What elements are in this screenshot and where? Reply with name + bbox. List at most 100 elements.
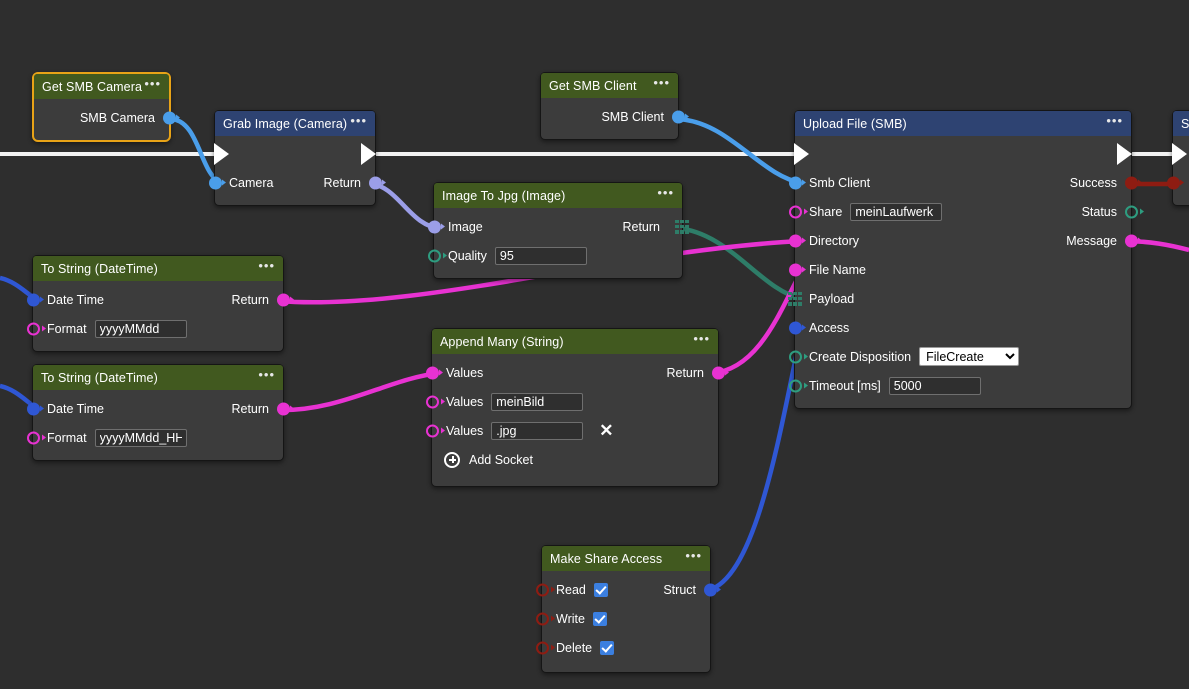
node-header[interactable]: Upload File (SMB) ••• bbox=[795, 111, 1131, 136]
socket-label: Access bbox=[809, 320, 850, 335]
input-socket-values[interactable] bbox=[425, 395, 439, 408]
input-socket-values[interactable] bbox=[425, 366, 439, 379]
node-to-string-datetime-2[interactable]: To String (DateTime) ••• Date Time Retur… bbox=[26, 364, 290, 461]
input-socket-smb-client[interactable] bbox=[788, 176, 802, 189]
format-input[interactable] bbox=[94, 319, 187, 338]
input-socket-image[interactable] bbox=[427, 220, 441, 233]
node-header[interactable]: Get SMB Client ••• bbox=[541, 73, 678, 98]
node-title: To String (DateTime) bbox=[41, 370, 158, 385]
node-get-smb-camera[interactable]: Get SMB Camera ••• SMB Camera bbox=[32, 72, 176, 142]
node-header[interactable]: S bbox=[1173, 111, 1189, 136]
socket-label: Payload bbox=[809, 291, 855, 306]
output-socket-struct[interactable] bbox=[703, 583, 717, 596]
node-header[interactable]: Get SMB Camera ••• bbox=[34, 74, 169, 99]
node-append-many-string[interactable]: Append Many (String) ••• Values Return V… bbox=[425, 328, 725, 487]
node-header[interactable]: To String (DateTime) ••• bbox=[33, 256, 283, 281]
input-socket-bool[interactable] bbox=[1166, 176, 1180, 189]
socket-row-values-3: Values ✕ bbox=[425, 416, 718, 445]
input-socket-format[interactable] bbox=[26, 431, 40, 444]
node-header[interactable]: Append Many (String) ••• bbox=[432, 329, 718, 354]
node-menu-icon[interactable]: ••• bbox=[653, 75, 670, 90]
remove-socket-icon[interactable]: ✕ bbox=[599, 421, 614, 440]
node-menu-icon[interactable]: ••• bbox=[258, 367, 275, 382]
output-socket-return[interactable] bbox=[276, 293, 290, 306]
node-menu-icon[interactable]: ••• bbox=[685, 548, 702, 563]
input-socket-payload-array[interactable] bbox=[788, 291, 802, 306]
input-socket-delete[interactable] bbox=[535, 641, 549, 654]
node-menu-icon[interactable]: ••• bbox=[657, 185, 674, 200]
output-socket-status[interactable] bbox=[1124, 205, 1138, 218]
node-menu-icon[interactable]: ••• bbox=[1106, 113, 1123, 128]
format-input[interactable] bbox=[94, 428, 187, 447]
socket-label: Return bbox=[323, 175, 361, 190]
input-socket-date-time[interactable] bbox=[26, 402, 40, 415]
node-image-to-jpg[interactable]: Image To Jpg (Image) ••• Image Return Qu… bbox=[427, 182, 689, 279]
socket-label: Values bbox=[446, 423, 484, 438]
exec-out-icon[interactable] bbox=[361, 143, 376, 165]
output-socket-return[interactable] bbox=[368, 176, 382, 189]
output-socket-return[interactable] bbox=[276, 402, 290, 415]
node-body: SMB Client bbox=[541, 98, 685, 139]
values-input-3[interactable] bbox=[491, 421, 584, 440]
output-socket-success[interactable] bbox=[1124, 176, 1138, 189]
socket-label: Share bbox=[809, 204, 843, 219]
values-input-2[interactable] bbox=[491, 392, 584, 411]
node-body: Smb Client Success Share Status Director… bbox=[788, 136, 1138, 408]
node-menu-icon[interactable]: ••• bbox=[693, 331, 710, 346]
output-socket-smb-camera[interactable] bbox=[163, 111, 176, 124]
node-menu-icon[interactable]: ••• bbox=[144, 76, 161, 91]
node-header[interactable]: Image To Jpg (Image) ••• bbox=[434, 183, 682, 208]
node-header[interactable]: To String (DateTime) ••• bbox=[33, 365, 283, 390]
node-header[interactable]: Make Share Access ••• bbox=[542, 546, 710, 571]
socket-row-timeout: Timeout [ms] bbox=[788, 371, 1131, 400]
socket-row-first bbox=[1166, 168, 1189, 197]
socket-label: Quality bbox=[448, 248, 487, 263]
input-socket-timeout[interactable] bbox=[788, 379, 802, 392]
input-socket-values[interactable] bbox=[425, 424, 439, 437]
delete-checkbox[interactable] bbox=[600, 640, 615, 655]
node-to-string-datetime-1[interactable]: To String (DateTime) ••• Date Time Retur… bbox=[26, 255, 290, 352]
node-menu-icon[interactable]: ••• bbox=[258, 258, 275, 273]
node-get-smb-client[interactable]: Get SMB Client ••• SMB Client bbox=[540, 72, 685, 140]
socket-row-camera: Camera Return bbox=[208, 168, 382, 197]
node-make-share-access[interactable]: Make Share Access ••• Read Struct Write … bbox=[535, 545, 717, 673]
node-header[interactable]: Grab Image (Camera) ••• bbox=[215, 111, 375, 136]
output-socket-smb-client[interactable] bbox=[672, 110, 685, 123]
node-body: Values Return Values Values ✕ Add Socket bbox=[425, 354, 725, 486]
input-socket-date-time[interactable] bbox=[26, 293, 40, 306]
share-input[interactable] bbox=[850, 202, 943, 221]
input-socket-format[interactable] bbox=[26, 322, 40, 335]
exec-in-icon[interactable] bbox=[214, 143, 229, 165]
exec-row bbox=[1172, 140, 1189, 168]
input-socket-camera[interactable] bbox=[208, 176, 222, 189]
node-upload-file-smb[interactable]: Upload File (SMB) ••• Smb Client Success… bbox=[788, 110, 1138, 409]
input-socket-file-name[interactable] bbox=[788, 263, 802, 276]
exec-row bbox=[794, 140, 1132, 168]
input-socket-create-disposition[interactable] bbox=[788, 350, 802, 363]
socket-label: Return bbox=[231, 292, 269, 307]
exec-in-icon[interactable] bbox=[794, 143, 809, 165]
read-checkbox[interactable] bbox=[593, 582, 608, 597]
exec-out-icon[interactable] bbox=[1117, 143, 1132, 165]
exec-in-icon[interactable] bbox=[1172, 143, 1187, 165]
node-grab-image-camera[interactable]: Grab Image (Camera) ••• Camera Return bbox=[208, 110, 382, 206]
quality-input[interactable] bbox=[494, 246, 587, 265]
socket-label: Struct bbox=[663, 582, 696, 597]
output-socket-return-array[interactable] bbox=[675, 219, 689, 234]
node-menu-icon[interactable]: ••• bbox=[350, 113, 367, 128]
input-socket-read[interactable] bbox=[535, 583, 549, 596]
input-socket-share[interactable] bbox=[788, 205, 802, 218]
add-socket-button[interactable]: Add Socket bbox=[432, 445, 718, 474]
write-checkbox[interactable] bbox=[592, 611, 607, 626]
input-socket-quality[interactable] bbox=[427, 249, 441, 262]
node-offscreen-right[interactable]: S bbox=[1166, 110, 1189, 206]
socket-label: Create Disposition bbox=[809, 349, 912, 364]
output-socket-return[interactable] bbox=[711, 366, 725, 379]
create-disposition-select[interactable]: FileCreate FileOpen FileOpenIf FileOverw… bbox=[919, 347, 1020, 366]
input-socket-directory[interactable] bbox=[788, 234, 802, 247]
output-socket-message[interactable] bbox=[1124, 234, 1138, 247]
input-socket-write[interactable] bbox=[535, 612, 549, 625]
input-socket-access[interactable] bbox=[788, 321, 802, 334]
timeout-input[interactable] bbox=[888, 376, 981, 395]
